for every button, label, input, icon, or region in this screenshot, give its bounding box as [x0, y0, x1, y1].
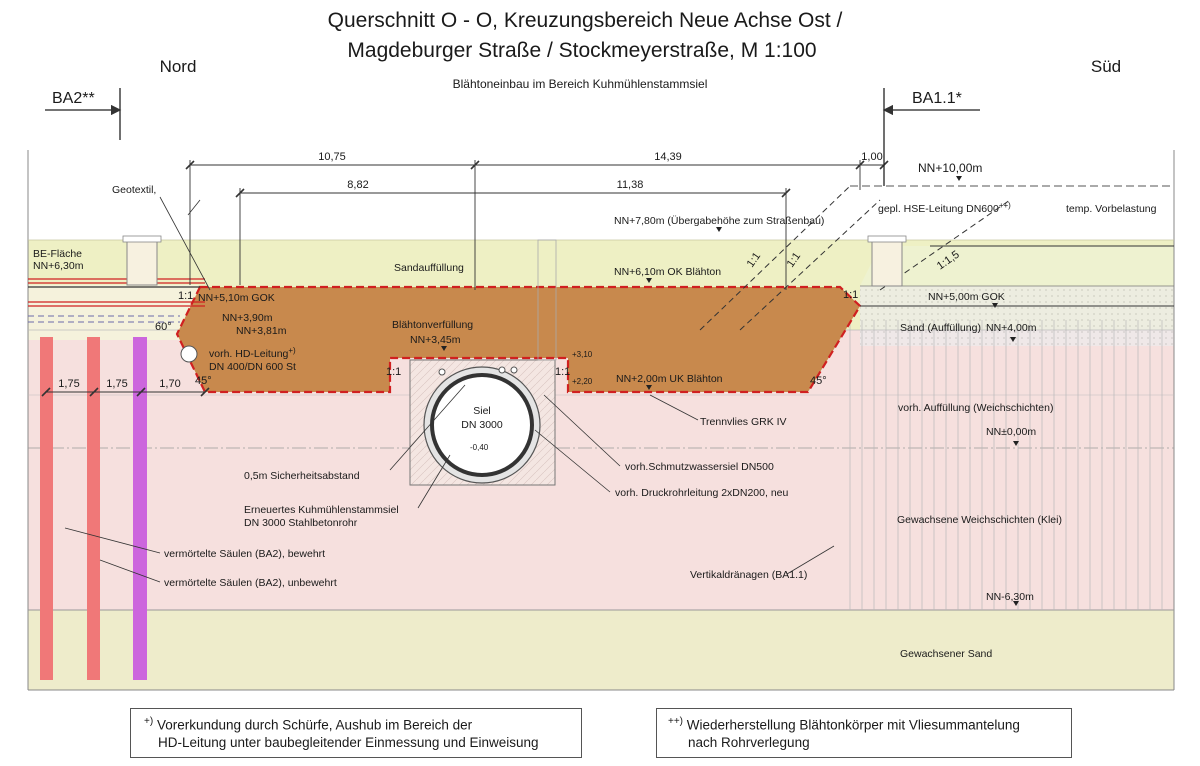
left-top-fill — [28, 285, 198, 340]
level-nn400: NN+4,00m — [986, 322, 1037, 334]
dim-882: 8,82 — [347, 179, 368, 191]
dim-100: 1,00 — [861, 151, 882, 163]
north-label: Nord — [160, 57, 197, 76]
title-line1: Querschnitt O - O, Kreuzungsbereich Neue… — [328, 9, 843, 32]
label-saeulen-unbew: vermörtelte Säulen (BA2), unbewehrt — [164, 577, 337, 589]
right-preload — [860, 246, 1174, 286]
note-left-line1: Vorerkundung durch Schürfe, Aushub im Be… — [156, 717, 473, 733]
title-line2: Magdeburger Straße / Stockmeyerstraße, M… — [347, 39, 816, 62]
level-nn381: NN+3,81m — [236, 325, 287, 337]
subtitle: Blähtoneinbau im Bereich Kuhmühlenstamms… — [453, 77, 708, 91]
level-nn000: NN±0,00m — [986, 426, 1036, 438]
label-weichschichten: Gewachsene Weichschichten (Klei) — [897, 514, 1062, 526]
dim-175b: 1,75 — [106, 378, 127, 390]
section-ba11: BA1.1* — [912, 90, 962, 107]
note-right-line2: nach Rohrverlegung — [688, 734, 810, 750]
note-right: ++) Wiederherstellung Blähtonkörper mit … — [668, 713, 1020, 751]
note-box-left — [130, 708, 582, 758]
label-trennvlies: Trennvlies GRK IV — [700, 416, 787, 428]
hd-pipe — [180, 345, 198, 363]
note-box-right — [656, 708, 1072, 758]
label-hse: gepl. HSE-Leitung DN600++) — [878, 201, 1011, 215]
mark-p220: +2,20 — [572, 377, 593, 386]
angle-60: 60° — [155, 321, 172, 333]
level-nn345: NN+3,45m — [410, 334, 461, 346]
note-left-mark: +) — [144, 716, 154, 727]
note-right-line1: Wiederherstellung Blähtonkörper mit Vlie… — [686, 717, 1020, 733]
label-sandauffuellung: Sandauffüllung — [394, 262, 464, 274]
mark-p310: +3,10 — [572, 350, 593, 359]
slope-right-top: 1:1 — [843, 289, 858, 301]
note-right-mark: ++) — [668, 716, 684, 727]
right-gravel — [860, 286, 1174, 346]
dimension-lines — [45, 160, 885, 393]
section-ba2: BA2** — [52, 90, 95, 107]
be-flaeche: BE-Fläche — [33, 248, 82, 260]
level-nn510: NN+5,10m GOK — [198, 292, 275, 304]
label-sand-auff: Sand (Auffüllung) — [900, 322, 981, 334]
label-geotextil: Geotextil, — [112, 184, 156, 196]
level-nn780: NN+7,80m (Übergabehöhe zum Straßenbau) — [614, 215, 824, 227]
label-saeulen-bew: vermörtelte Säulen (BA2), bewehrt — [164, 548, 325, 560]
mark-m040: -0,40 — [470, 443, 489, 452]
label-siel: Siel — [473, 405, 491, 417]
angle-45-left: 45° — [195, 375, 212, 387]
slope-left-inner: 1:1 — [386, 366, 401, 378]
label-vorh-auff: vorh. Auffüllung (Weichschichten) — [898, 402, 1053, 414]
pile-reinforced-2 — [87, 337, 100, 680]
note-left-line2: HD-Leitung unter baubegleitender Einmess… — [158, 734, 539, 750]
label-schmutz: vorh.Schmutzwassersiel DN500 — [625, 461, 774, 473]
leader-lines — [64, 196, 835, 583]
label-erneuert-b: DN 3000 Stahlbetonrohr — [244, 517, 358, 529]
level-nn500: NN+5,00m GOK — [928, 291, 1005, 303]
level-nnm630: NN-6,30m — [986, 591, 1034, 603]
label-siel-dn: DN 3000 — [461, 419, 503, 431]
level-nn1000: NN+10,00m — [918, 161, 982, 175]
label-hd-leitung-dn: DN 400/DN 600 St — [209, 361, 296, 373]
level-nn390: NN+3,90m — [222, 312, 273, 324]
dim-170: 1,70 — [159, 378, 180, 390]
level-nn630: NN+6,30m — [33, 260, 84, 272]
dim-1439: 14,39 — [654, 151, 682, 163]
label-hd-leitung: vorh. HD-Leitung+) — [209, 346, 296, 360]
base-sand-layer — [28, 610, 1174, 690]
label-sand: Gewachsener Sand — [900, 648, 992, 660]
note-left: +) Vorerkundung durch Schürfe, Aushub im… — [144, 713, 539, 751]
left-utilities — [28, 278, 205, 307]
dim-175a: 1,75 — [58, 378, 79, 390]
label-blaehtonverfuellung: Blähtonverfüllung — [392, 319, 473, 331]
label-druckrohr: vorh. Druckrohrleitung 2xDN200, neu — [615, 487, 788, 499]
level-nn610: NN+6,10m OK Blähton — [614, 266, 721, 278]
siel-ring — [430, 373, 534, 477]
vertical-drains — [849, 320, 1163, 610]
label-erneuert-a: Erneuertes Kuhmühlenstammsiel — [244, 504, 399, 516]
label-sicherheit: 0,5m Sicherheitsabstand — [244, 470, 360, 482]
level-nn200: NN+2,00m UK Blähton — [616, 373, 723, 385]
slope-left-top: 1:1 — [178, 290, 193, 302]
dim-1075: 10,75 — [318, 151, 346, 163]
label-vorbelastung: temp. Vorbelastung — [1066, 203, 1157, 215]
pile-unreinforced — [133, 337, 147, 680]
slope-right-inner: 1:1 — [555, 366, 570, 378]
label-vertikal: Vertikaldränagen (BA1.1) — [690, 569, 807, 581]
pile-reinforced-1 — [40, 337, 53, 680]
dim-1138: 11,38 — [617, 179, 644, 191]
south-label: Süd — [1091, 57, 1121, 76]
blaehton-body — [175, 285, 862, 394]
angle-45-right: 45° — [810, 375, 827, 387]
